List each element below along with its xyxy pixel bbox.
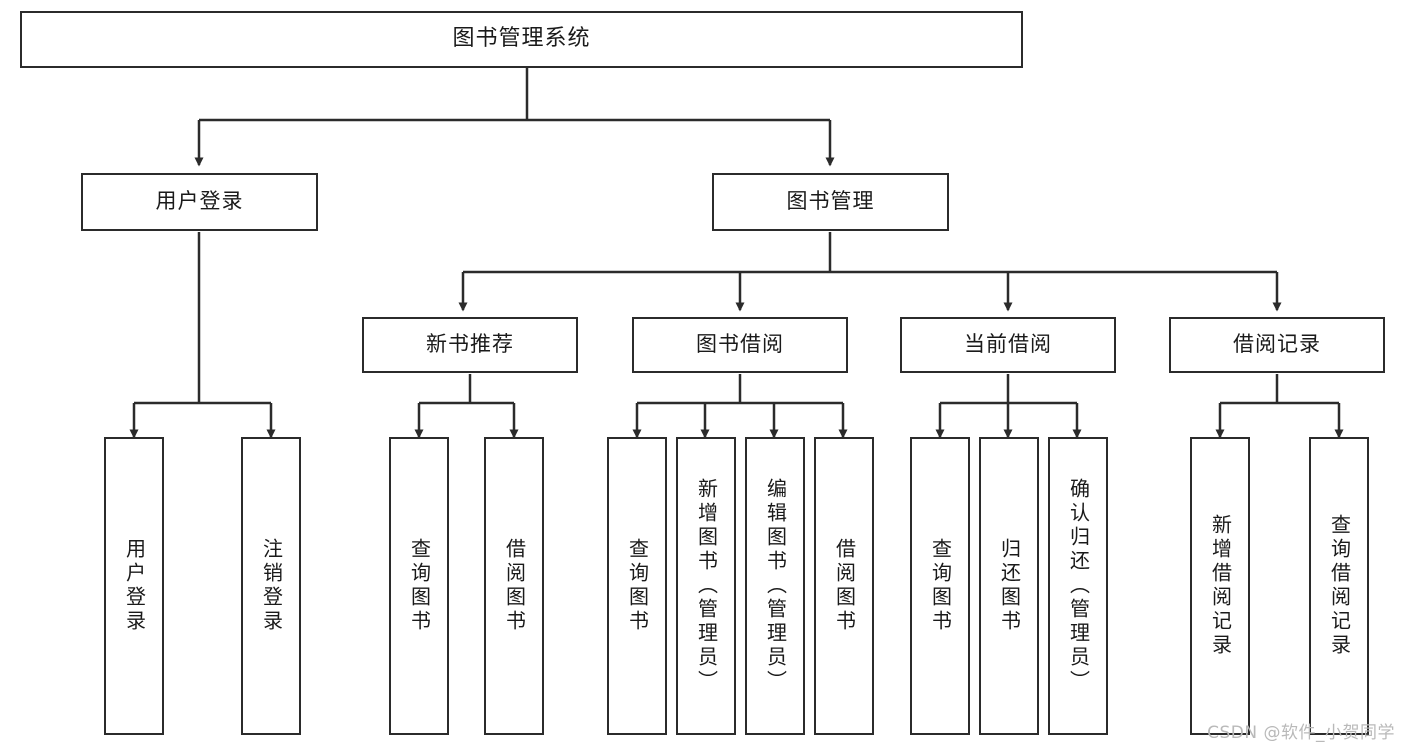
- node-label: 图书管理: [786, 189, 875, 214]
- node-label: 借阅图书: [832, 538, 857, 634]
- edge-borrowrecord-to-leaves: [1215, 374, 1344, 439]
- node-label: 用户登录: [122, 538, 147, 634]
- leaf-query-book-borrow[interactable]: 查询图书: [607, 437, 667, 735]
- edge-root-to-level2: [194, 68, 835, 167]
- node-label: 注销登录: [259, 538, 284, 634]
- leaf-edit-book-admin[interactable]: 编辑图书（管理员）: [745, 437, 805, 735]
- node-label: 图书管理系统: [452, 26, 591, 52]
- leaf-add-borrow-record[interactable]: 新增借阅记录: [1190, 437, 1250, 735]
- node-label: 查询图书: [407, 538, 432, 634]
- node-new-book-recommend[interactable]: 新书推荐: [362, 317, 578, 373]
- node-user-login[interactable]: 用户登录: [81, 173, 318, 231]
- node-root-book-management-system[interactable]: 图书管理系统: [20, 11, 1023, 68]
- edge-userlogin-to-leaves: [129, 232, 276, 439]
- leaf-return-book[interactable]: 归还图书: [979, 437, 1039, 735]
- node-label: 确认归还（管理员）: [1066, 478, 1091, 694]
- node-label: 当前借阅: [964, 332, 1052, 357]
- leaf-logout-login[interactable]: 注销登录: [241, 437, 301, 735]
- leaf-borrow-book-new-recommend[interactable]: 借阅图书: [484, 437, 544, 735]
- node-label: 用户登录: [155, 189, 244, 214]
- leaf-user-login[interactable]: 用户登录: [104, 437, 164, 735]
- node-label: 借阅记录: [1233, 332, 1321, 357]
- node-label: 查询借阅记录: [1327, 514, 1352, 658]
- node-borrow-record[interactable]: 借阅记录: [1169, 317, 1385, 373]
- leaf-confirm-return-admin[interactable]: 确认归还（管理员）: [1048, 437, 1108, 735]
- node-label: 编辑图书（管理员）: [763, 478, 788, 694]
- leaf-borrow-book-borrow[interactable]: 借阅图书: [814, 437, 874, 735]
- node-label: 新增借阅记录: [1208, 514, 1233, 658]
- edge-bookmanage-to-level3: [458, 232, 1282, 312]
- node-label: 新增图书（管理员）: [694, 478, 719, 694]
- node-current-borrow[interactable]: 当前借阅: [900, 317, 1116, 373]
- leaf-query-borrow-record[interactable]: 查询借阅记录: [1309, 437, 1369, 735]
- node-label: 图书借阅: [696, 332, 784, 357]
- leaf-add-book-admin[interactable]: 新增图书（管理员）: [676, 437, 736, 735]
- node-label: 查询图书: [625, 538, 650, 634]
- node-label: 归还图书: [997, 538, 1022, 634]
- edge-newbook-to-leaves: [414, 374, 519, 439]
- leaf-query-book-current[interactable]: 查询图书: [910, 437, 970, 735]
- edge-currentborrow-to-leaves: [935, 374, 1082, 439]
- node-book-management[interactable]: 图书管理: [712, 173, 949, 231]
- node-book-borrow[interactable]: 图书借阅: [632, 317, 848, 373]
- node-label: 新书推荐: [426, 332, 514, 357]
- node-label: 查询图书: [928, 538, 953, 634]
- node-label: 借阅图书: [502, 538, 527, 634]
- edge-bookborrow-to-leaves: [632, 374, 848, 439]
- leaf-query-book-new-recommend[interactable]: 查询图书: [389, 437, 449, 735]
- watermark-text: CSDN @软件_小贺同学: [1207, 723, 1395, 743]
